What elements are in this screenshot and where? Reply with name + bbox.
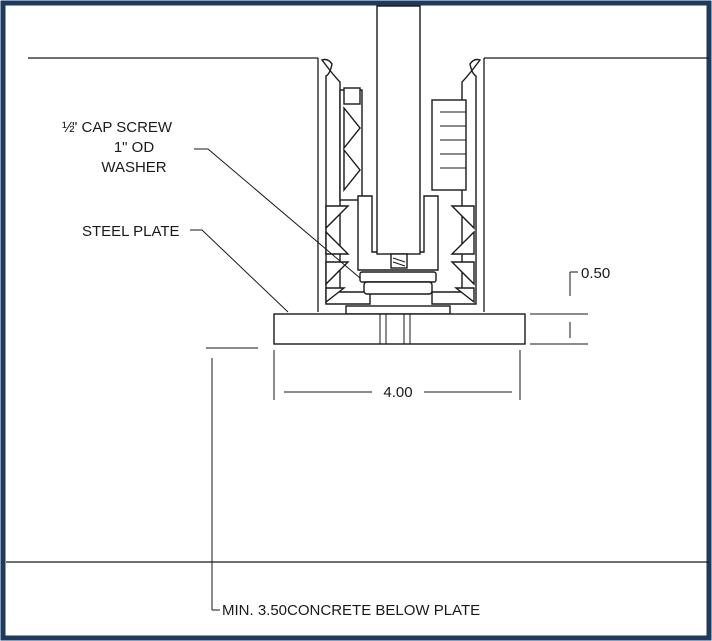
plate-width-label: 4.00 <box>383 384 412 401</box>
cap-screw-and-washer <box>345 253 451 315</box>
steel-plate-label: STEEL PLATE <box>82 223 180 240</box>
concrete-note-label: MIN. 3.50CONCRETE BELOW PLATE <box>222 602 480 619</box>
cap-screw-leader <box>194 148 361 279</box>
steel-plate <box>273 313 526 345</box>
width-dimension <box>273 350 521 400</box>
aluminum-shoe-channel <box>320 58 482 305</box>
concrete-slab <box>6 57 709 563</box>
cap-screw-label-line3: WASHER <box>101 159 166 176</box>
plate-thickness-label: 0.50 <box>581 265 610 282</box>
cap-screw-label-line2: 1" OD <box>114 139 155 156</box>
cap-screw-fraction: ½ <box>62 119 75 136</box>
steel-plate-leader <box>190 229 289 313</box>
concrete-depth-dimension <box>206 347 258 611</box>
glass-panel <box>376 5 421 255</box>
thickness-dimension <box>530 271 588 345</box>
cap-screw-label-line1: " CAP SCREW <box>72 119 173 136</box>
